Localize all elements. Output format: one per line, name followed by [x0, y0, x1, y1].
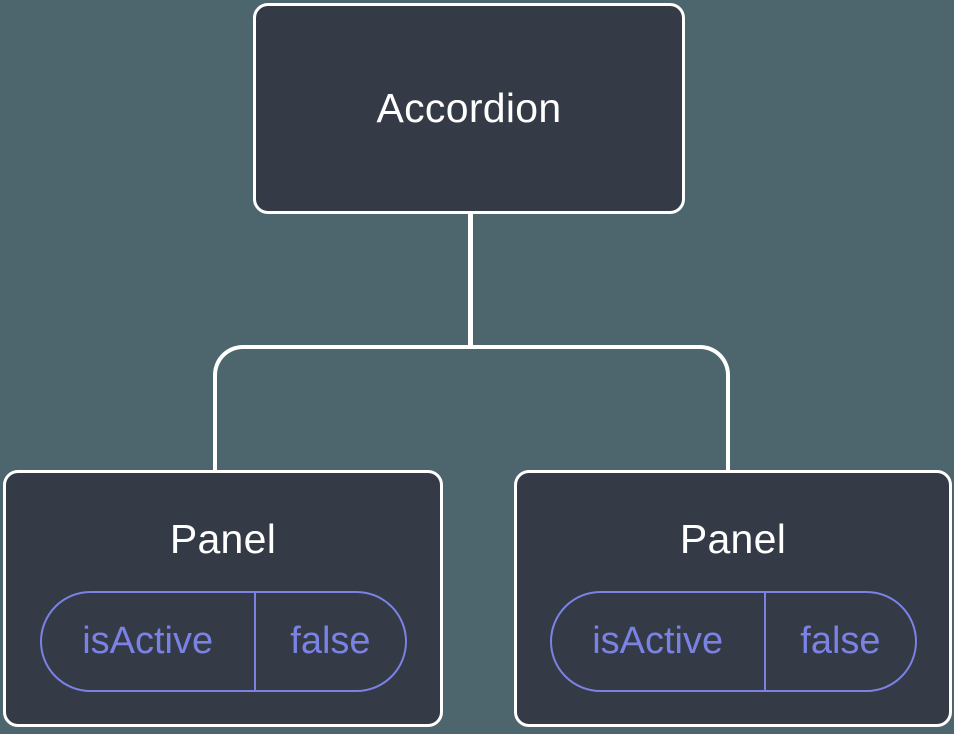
panel-node-label: Panel [169, 516, 277, 562]
panel-node-label: Panel [679, 516, 787, 562]
state-pill: isActive false [39, 591, 407, 692]
state-pill: isActive false [549, 591, 917, 692]
state-value: false [290, 620, 371, 662]
panel-node-left: Panel isActive false [3, 470, 443, 727]
accordion-node: Accordion [253, 3, 685, 214]
accordion-node-label: Accordion [376, 85, 562, 131]
connector-rail [213, 345, 730, 470]
state-pill-divider [253, 593, 257, 690]
state-value: false [800, 620, 881, 662]
state-key: isActive [82, 620, 214, 662]
state-key: isActive [592, 620, 724, 662]
state-pill-divider [763, 593, 767, 690]
panel-node-right: Panel isActive false [514, 470, 952, 727]
connector-stem [468, 212, 473, 348]
